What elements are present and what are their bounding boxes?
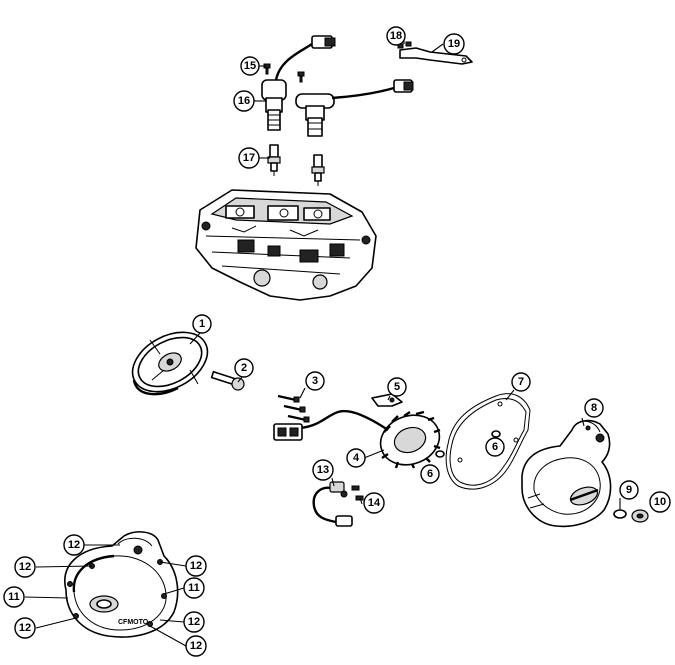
callout-11a: 11	[3, 586, 25, 608]
svg-text:18: 18	[390, 30, 402, 42]
svg-text:12: 12	[68, 539, 80, 551]
callout-6b: 6	[420, 464, 440, 484]
callout-5: 5	[387, 377, 407, 397]
svg-text:14: 14	[368, 497, 381, 509]
wire-clamp-5	[371, 393, 403, 407]
callout-13: 13	[312, 459, 334, 481]
plug-10	[631, 509, 649, 523]
svg-text:19: 19	[448, 38, 460, 50]
svg-text:8: 8	[591, 402, 597, 414]
svg-text:4: 4	[353, 452, 360, 464]
flywheel-bolt-2	[210, 370, 245, 391]
svg-text:16: 16	[238, 95, 250, 107]
callout-1: 1	[192, 314, 212, 334]
stator-4	[273, 409, 441, 469]
sensor-bolts-14	[351, 485, 364, 501]
callout-12a: 12	[63, 534, 85, 556]
svg-text:11: 11	[188, 582, 200, 594]
callout-14: 14	[363, 492, 385, 514]
svg-text:12: 12	[188, 616, 200, 628]
svg-text:7: 7	[518, 376, 524, 388]
callout-12e: 12	[183, 611, 205, 633]
svg-text:12: 12	[190, 560, 202, 572]
svg-text:12: 12	[190, 640, 202, 652]
callout-12b: 12	[14, 556, 36, 578]
svg-text:13: 13	[317, 464, 329, 476]
spark-plugs	[267, 144, 325, 186]
bolt-15	[263, 63, 305, 83]
ignition-coil-left	[261, 35, 336, 131]
pickup-sensor-13	[312, 481, 353, 527]
leader-lines	[24, 36, 621, 647]
bracket-19	[397, 41, 473, 65]
callout-12d: 12	[14, 617, 36, 639]
callout-19: 19	[443, 33, 465, 55]
svg-text:9: 9	[626, 484, 632, 496]
svg-text:6: 6	[492, 441, 498, 453]
o-ring-9	[613, 509, 627, 519]
svg-text:6: 6	[427, 468, 433, 480]
callout-15: 15	[240, 56, 260, 76]
svg-text:12: 12	[19, 622, 31, 634]
callout-3: 3	[305, 371, 325, 391]
svg-text:17: 17	[243, 152, 255, 164]
stator-cover-8	[521, 419, 612, 528]
svg-text:5: 5	[394, 381, 400, 393]
callout-9: 9	[619, 480, 639, 500]
callout-17: 17	[238, 147, 260, 169]
svg-text:11: 11	[8, 591, 20, 603]
svg-text:10: 10	[654, 496, 666, 508]
svg-text:1: 1	[199, 318, 205, 330]
svg-text:2: 2	[241, 362, 247, 374]
callout-4: 4	[346, 448, 366, 468]
gasket-7	[445, 393, 531, 490]
callout-10: 10	[649, 491, 671, 513]
svg-text:3: 3	[312, 375, 318, 387]
stator-cover-detail: CFMOTO	[64, 531, 179, 638]
dowel-pins-6	[435, 430, 501, 458]
callout-12f: 12	[185, 635, 207, 657]
flywheel-1	[131, 331, 209, 396]
ignition-coil-right	[295, 79, 414, 137]
svg-text:12: 12	[19, 561, 31, 573]
engine-assembly	[195, 189, 377, 301]
svg-text:15: 15	[244, 60, 256, 72]
callout-2: 2	[234, 358, 254, 378]
callout-11b: 11	[183, 577, 205, 599]
callout-6a: 6	[485, 437, 505, 457]
callout-16: 16	[233, 90, 255, 112]
cover-logo: CFMOTO	[118, 619, 149, 626]
callout-8: 8	[584, 398, 604, 418]
callout-12c: 12	[185, 555, 207, 577]
callout-7: 7	[511, 372, 531, 392]
stator-bolts-3	[277, 394, 310, 423]
callout-18: 18	[386, 26, 406, 46]
